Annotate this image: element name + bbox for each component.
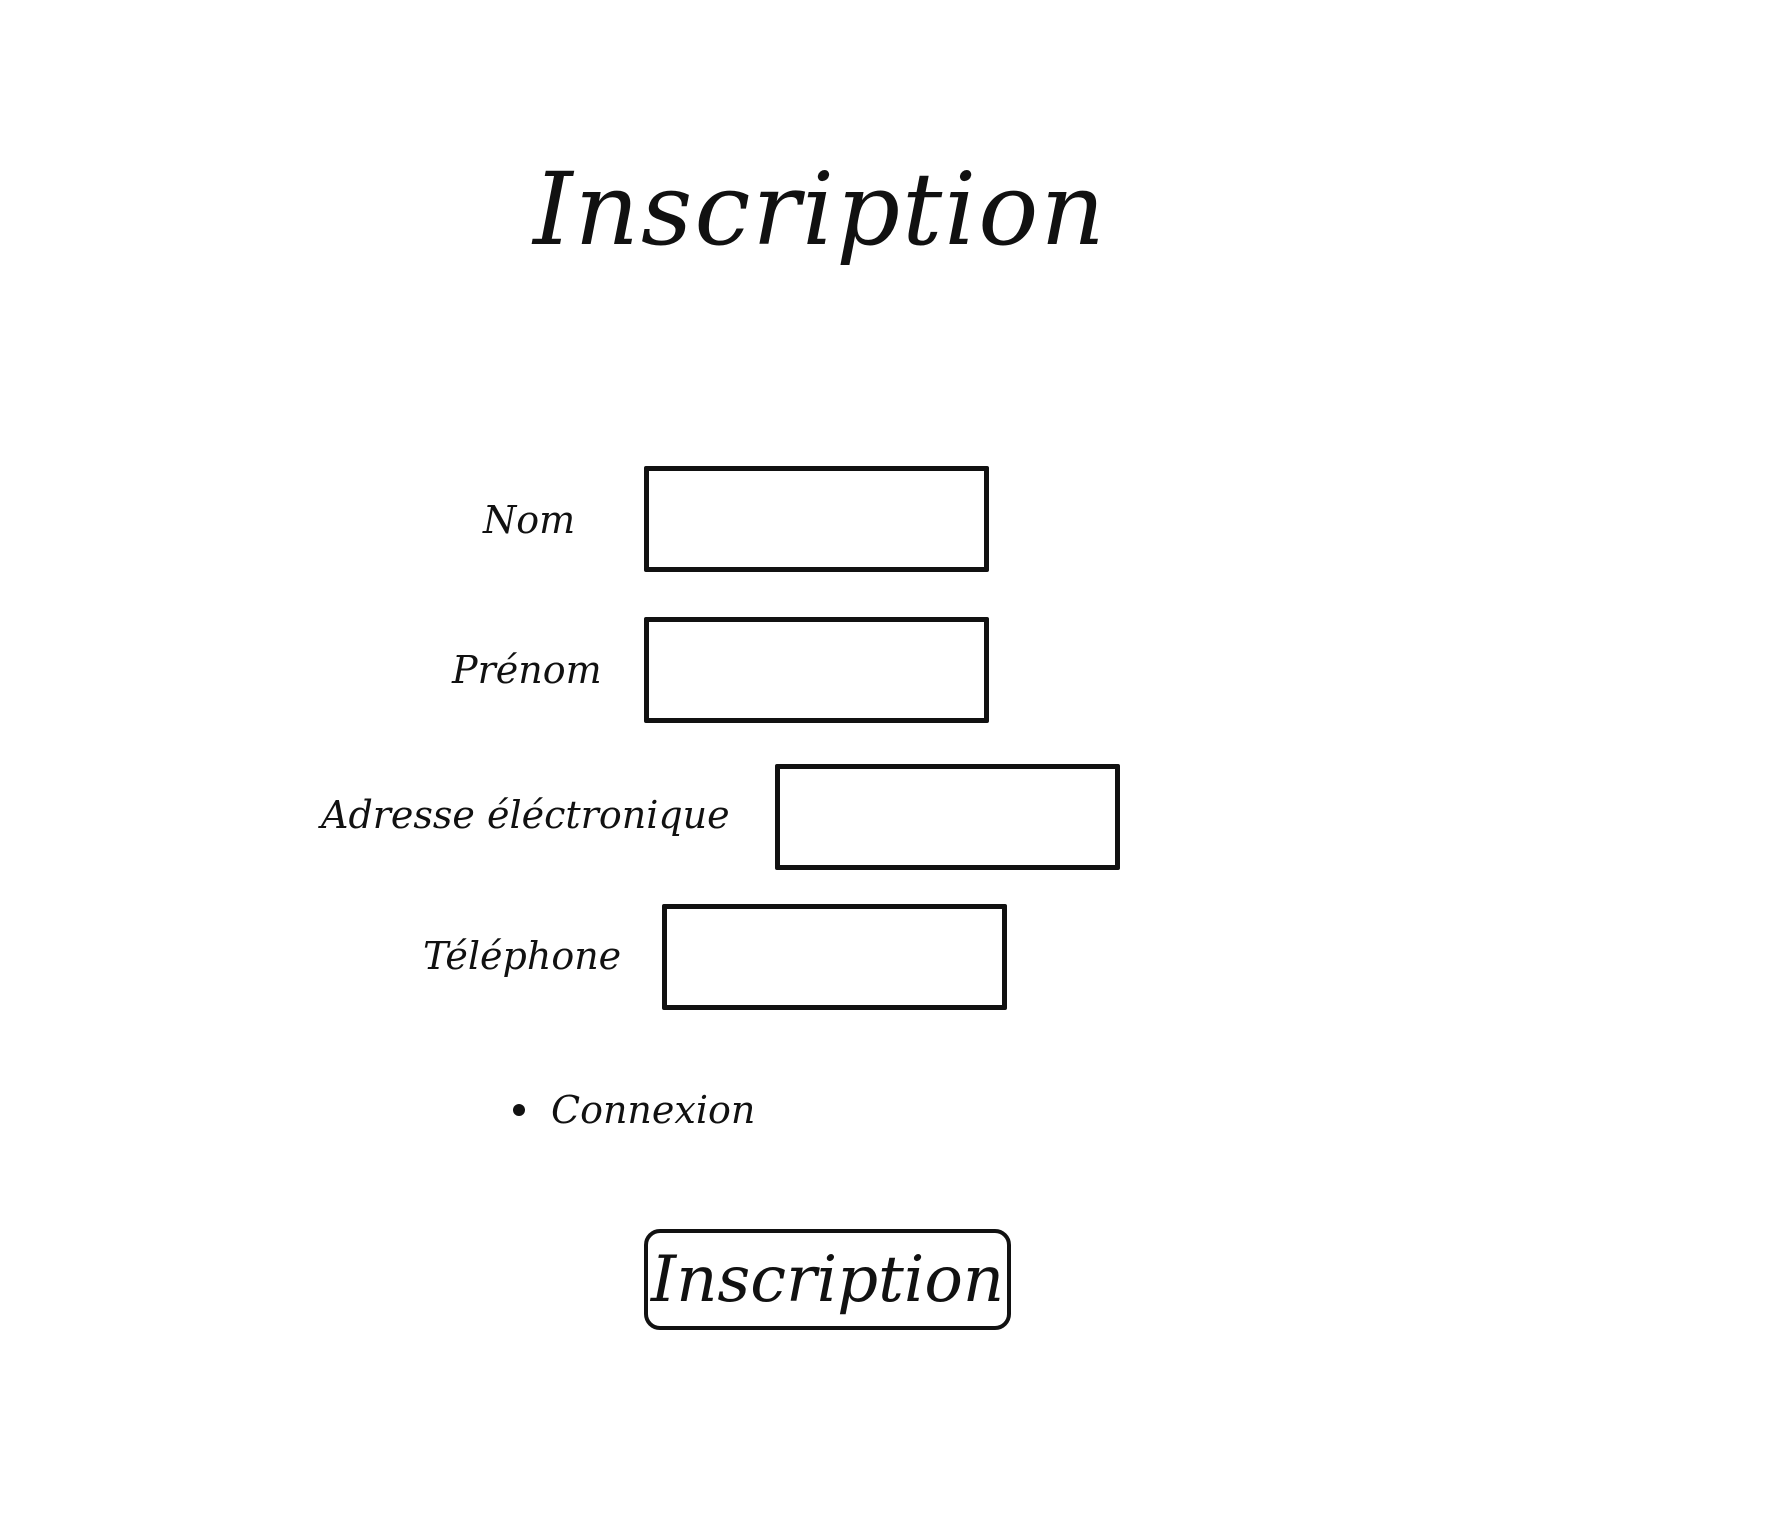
nom-label: Nom — [483, 498, 576, 542]
nom-input[interactable] — [644, 466, 989, 572]
telephone-label: Téléphone — [423, 934, 622, 978]
email-label: Adresse éléctronique — [321, 793, 730, 837]
inscription-button[interactable]: Inscription — [644, 1229, 1011, 1330]
bullet-icon — [513, 1104, 525, 1116]
page-title: Inscription — [533, 151, 1107, 268]
link-list: Connexion — [513, 1086, 755, 1134]
list-item: Connexion — [513, 1086, 755, 1134]
prenom-input[interactable] — [644, 617, 989, 723]
telephone-input[interactable] — [662, 904, 1007, 1010]
connexion-link[interactable]: Connexion — [551, 1088, 756, 1132]
email-input[interactable] — [775, 764, 1120, 870]
prenom-label: Prénom — [452, 648, 602, 692]
